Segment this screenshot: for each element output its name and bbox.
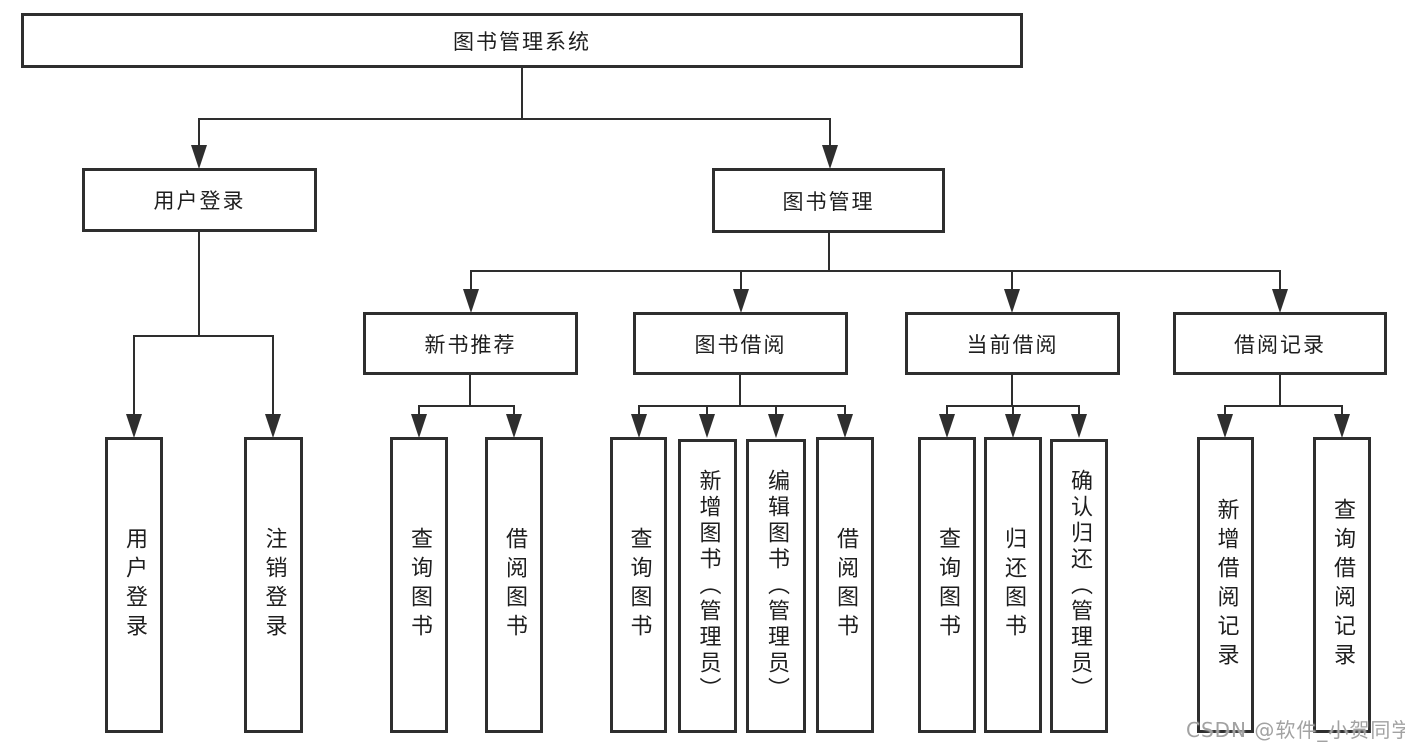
connector-bookborrow-span: [638, 405, 846, 407]
leaf-borrow-edit-book-admin-label: 编辑图书（管理员）: [764, 469, 789, 703]
arrowhead-bb-borrow: [837, 414, 853, 438]
leaf-current-query-book: 查询图书: [918, 437, 976, 733]
arrowhead-nb-query: [411, 414, 427, 438]
arrowhead-new-book: [463, 289, 479, 313]
connector-drop-leaf-user-login: [133, 335, 135, 417]
connector-drop-leaf-logout: [272, 335, 274, 417]
leaf-newbook-query-book-label: 查询图书: [407, 527, 432, 643]
connector-newbook-span: [418, 405, 515, 407]
arrowhead-leaf-logout: [265, 414, 281, 438]
connector-drop-bb-add: [706, 405, 708, 417]
leaf-user-login-label: 用户登录: [122, 527, 147, 643]
leaf-logout-label: 注销登录: [261, 527, 287, 643]
connector-drop-nb-query: [418, 405, 420, 417]
connector-root-span: [198, 118, 831, 120]
leaf-newbook-borrow-book-label: 借阅图书: [502, 527, 527, 643]
leaf-newbook-query-book: 查询图书: [390, 437, 448, 733]
connector-drop-nb-borrow: [513, 405, 515, 417]
connector-bookmgmt-span: [470, 270, 1280, 272]
connector-drop-book-borrow: [740, 270, 742, 292]
arrowhead-cb-return: [1005, 414, 1021, 438]
arrowhead-rec-query: [1334, 414, 1350, 438]
arrowhead-cb-confirm: [1071, 414, 1087, 438]
connector-bookborrow-stem: [739, 375, 741, 405]
leaf-record-query-record-label: 查询借阅记录: [1330, 498, 1355, 672]
leaf-current-return-book: 归还图书: [984, 437, 1042, 733]
arrowhead-book-borrow: [733, 289, 749, 313]
connector-drop-current-borrow: [1011, 270, 1013, 292]
arrowhead-leaf-user-login: [126, 414, 142, 438]
connector-drop-user-login: [198, 118, 200, 150]
arrowhead-borrow-record: [1272, 289, 1288, 313]
node-new-book-recommend: 新书推荐: [363, 312, 578, 375]
connector-drop-rec-query: [1341, 405, 1343, 417]
node-borrow-record: 借阅记录: [1173, 312, 1387, 375]
leaf-logout: 注销登录: [244, 437, 303, 733]
connector-userlogin-span: [133, 335, 274, 337]
connector-drop-bb-borrow: [844, 405, 846, 417]
arrowhead-current-borrow: [1004, 289, 1020, 313]
connector-bookmgmt-stem: [828, 233, 830, 270]
leaf-current-return-book-label: 归还图书: [1001, 527, 1026, 643]
leaf-record-add-record-label: 新增借阅记录: [1213, 498, 1239, 672]
leaf-record-add-record: 新增借阅记录: [1197, 437, 1254, 733]
connector-drop-rec-add: [1224, 405, 1226, 417]
connector-drop-borrow-record: [1279, 270, 1281, 292]
csdn-watermark: CSDN @软件_小贺同学: [1186, 718, 1405, 742]
arrowhead-bb-query: [631, 414, 647, 438]
leaf-borrow-add-book-admin: 新增图书（管理员）: [678, 439, 737, 733]
connector-drop-bb-edit: [775, 405, 777, 417]
leaf-current-confirm-return-admin-label: 确认归还（管理员）: [1067, 469, 1092, 703]
arrowhead-cb-query: [939, 414, 955, 438]
connector-currentborrow-stem: [1011, 375, 1013, 405]
arrowhead-rec-add: [1217, 414, 1233, 438]
leaf-current-query-book-label: 查询图书: [935, 527, 960, 643]
arrowhead-book-mgmt: [822, 145, 838, 169]
connector-drop-book-mgmt: [829, 118, 831, 150]
node-root: 图书管理系统: [21, 13, 1023, 68]
leaf-borrow-query-book: 查询图书: [610, 437, 667, 733]
arrowhead-bb-add: [699, 414, 715, 438]
arrowhead-nb-borrow: [506, 414, 522, 438]
leaf-record-query-record: 查询借阅记录: [1313, 437, 1371, 733]
node-user-login: 用户登录: [82, 168, 317, 232]
connector-drop-cb-return: [1012, 405, 1014, 417]
leaf-borrow-query-book-label: 查询图书: [626, 527, 652, 643]
arrowhead-bb-edit: [768, 414, 784, 438]
connector-drop-cb-query: [946, 405, 948, 417]
connector-userlogin-stem: [198, 232, 200, 335]
arrowhead-user-login: [191, 145, 207, 169]
connector-root-stem: [521, 68, 523, 118]
connector-drop-bb-query: [638, 405, 640, 417]
connector-drop-cb-confirm: [1078, 405, 1080, 417]
leaf-borrow-add-book-admin-label: 新增图书（管理员）: [695, 469, 721, 703]
leaf-current-confirm-return-admin: 确认归还（管理员）: [1050, 439, 1108, 733]
connector-newbook-stem: [469, 375, 471, 405]
node-book-management: 图书管理: [712, 168, 945, 233]
leaf-newbook-borrow-book: 借阅图书: [485, 437, 543, 733]
leaf-borrow-borrow-book-label: 借阅图书: [833, 527, 858, 643]
node-current-borrow: 当前借阅: [905, 312, 1120, 375]
leaf-borrow-edit-book-admin: 编辑图书（管理员）: [746, 439, 806, 733]
leaf-user-login: 用户登录: [105, 437, 163, 733]
node-book-borrow: 图书借阅: [633, 312, 848, 375]
connector-borrowrecord-stem: [1279, 375, 1281, 405]
connector-drop-new-book: [470, 270, 472, 292]
leaf-borrow-borrow-book: 借阅图书: [816, 437, 874, 733]
connector-borrowrecord-span: [1224, 405, 1343, 407]
